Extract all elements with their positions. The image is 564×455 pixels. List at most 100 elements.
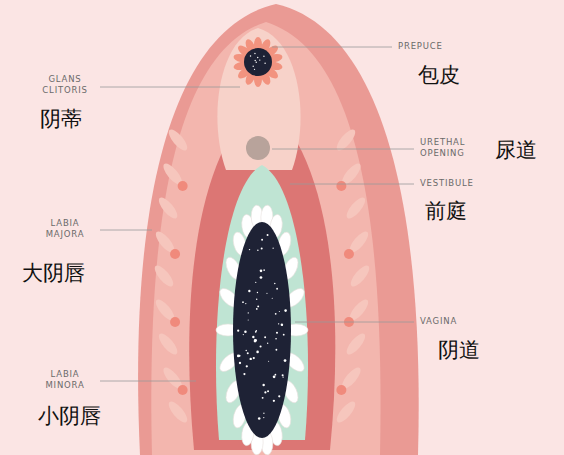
star-dot bbox=[252, 66, 253, 67]
vagina-opening bbox=[233, 222, 291, 438]
star-dot bbox=[257, 292, 258, 293]
part-name-zh: 大阴唇 bbox=[22, 262, 112, 285]
star-dot bbox=[260, 345, 262, 347]
star-dot bbox=[282, 376, 283, 377]
star-dot bbox=[267, 390, 269, 392]
part-name: VESTIBULE bbox=[420, 178, 510, 189]
part-name-zh: 前庭 bbox=[425, 200, 485, 223]
star-dot bbox=[245, 350, 246, 351]
star-dot bbox=[257, 57, 258, 58]
star-dot bbox=[255, 282, 256, 283]
star-dot bbox=[237, 330, 239, 332]
star-dot bbox=[254, 69, 255, 70]
berry bbox=[344, 249, 354, 259]
star-dot bbox=[283, 334, 285, 336]
star-dot bbox=[268, 361, 269, 362]
star-dot bbox=[279, 311, 280, 312]
star-dot bbox=[248, 312, 249, 313]
star-dot bbox=[239, 362, 241, 364]
star-dot bbox=[254, 340, 257, 343]
star-dot bbox=[264, 63, 265, 64]
star-dot bbox=[250, 358, 252, 360]
star-dot bbox=[242, 301, 244, 303]
berry bbox=[178, 385, 188, 395]
leaf bbox=[348, 263, 372, 289]
part-name-zh: 尿道 bbox=[495, 139, 555, 162]
glans-clitoris bbox=[244, 48, 272, 76]
star-dot bbox=[262, 384, 264, 386]
vestibule-shape bbox=[216, 165, 308, 440]
star-dot bbox=[247, 352, 249, 354]
star-dot bbox=[258, 417, 261, 420]
star-dot bbox=[266, 293, 267, 294]
star-dot bbox=[275, 349, 277, 351]
leaf bbox=[166, 127, 190, 153]
part-name-zh: 阴蒂 bbox=[40, 108, 100, 131]
star-dot bbox=[257, 249, 258, 250]
star-dot bbox=[252, 336, 254, 338]
star-dot bbox=[273, 400, 275, 402]
star-dot bbox=[237, 355, 240, 358]
star-dot bbox=[254, 339, 257, 342]
star-dot bbox=[272, 298, 273, 299]
star-dot bbox=[284, 309, 287, 312]
leaf bbox=[156, 195, 180, 221]
part-name-zh: 包皮 bbox=[418, 64, 478, 87]
star-dot bbox=[282, 324, 283, 325]
leaf bbox=[156, 331, 180, 357]
star-dot bbox=[257, 305, 259, 307]
star-dot bbox=[243, 334, 244, 335]
star-dot bbox=[276, 288, 278, 290]
star-dot bbox=[248, 290, 250, 292]
star-dot bbox=[246, 365, 248, 367]
berry bbox=[336, 181, 346, 191]
star-dot bbox=[275, 313, 277, 315]
part-name: PREPUCE bbox=[398, 41, 488, 52]
labia-majora-shape bbox=[138, 4, 419, 455]
berry bbox=[336, 385, 346, 395]
star-dot bbox=[284, 359, 287, 362]
labia-minora-shape bbox=[189, 100, 335, 450]
star-dot bbox=[278, 323, 279, 324]
part-name-zh: 阴道 bbox=[438, 339, 498, 362]
star-dot bbox=[253, 357, 255, 359]
star-dot bbox=[263, 413, 264, 414]
star-dot bbox=[263, 56, 264, 57]
star-dot bbox=[245, 303, 246, 304]
berry bbox=[178, 181, 188, 191]
star-dot bbox=[282, 374, 284, 376]
star-dot bbox=[273, 375, 276, 378]
star-dot bbox=[267, 343, 268, 344]
star-dot bbox=[267, 234, 269, 236]
star-dot bbox=[273, 247, 274, 248]
star-dot bbox=[244, 331, 247, 334]
star-dot bbox=[256, 298, 257, 299]
part-name: VAGINA bbox=[420, 316, 510, 327]
star-dot bbox=[243, 373, 245, 375]
leaf bbox=[152, 263, 176, 289]
star-dot bbox=[259, 59, 260, 60]
star-dot bbox=[276, 332, 278, 334]
star-dot bbox=[260, 270, 263, 273]
star-dot bbox=[260, 276, 263, 279]
berry bbox=[170, 249, 180, 259]
leaf bbox=[166, 399, 190, 425]
star-dot bbox=[250, 55, 251, 56]
part-name: LABIA MINORA bbox=[30, 369, 100, 392]
leaf bbox=[344, 331, 368, 357]
star-dot bbox=[278, 395, 280, 397]
star-dot bbox=[275, 374, 277, 376]
part-name: GLANS CLITORIS bbox=[30, 74, 100, 97]
star-dot bbox=[281, 324, 283, 326]
star-dot bbox=[275, 338, 277, 340]
star-dot bbox=[274, 283, 275, 284]
part-name: LABIA MAJORA bbox=[30, 218, 100, 241]
star-dot bbox=[255, 331, 257, 333]
urethral-opening bbox=[246, 136, 270, 160]
star-dot bbox=[256, 351, 259, 354]
star-dot bbox=[254, 60, 255, 61]
star-dot bbox=[262, 397, 264, 399]
star-dot bbox=[264, 391, 266, 393]
leaf bbox=[334, 399, 358, 425]
